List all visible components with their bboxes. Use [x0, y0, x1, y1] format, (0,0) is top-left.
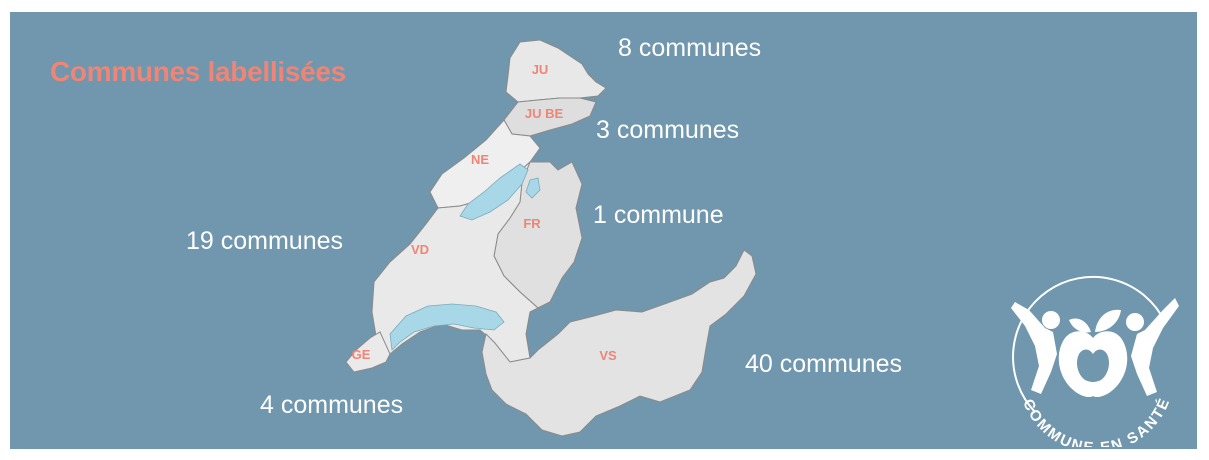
canton-ge[interactable] — [345, 331, 391, 373]
canton-label-ge: GE — [352, 347, 371, 362]
lake-neuchatel — [459, 163, 529, 221]
canton-label-vs: VS — [599, 348, 617, 363]
canton-vs[interactable] — [481, 249, 757, 437]
lake-leman — [389, 303, 505, 351]
canton-label-ju: JU — [532, 62, 549, 77]
page-title: Communes labellisées — [50, 56, 346, 87]
commune-en-sante-logo: COMMUNE EN SANTÉ — [1011, 275, 1179, 447]
svg-text:COMMUNE EN SANTÉ: COMMUNE EN SANTÉ — [1019, 395, 1174, 447]
canton-label-vd: VD — [411, 242, 429, 257]
banner: JU JU BE NE FR VD GE VS Communes labelli… — [10, 12, 1197, 449]
count-ju: 8 communes — [618, 34, 762, 62]
logo-ring — [1012, 275, 1166, 413]
lake-morat — [525, 177, 541, 199]
logo-text: COMMUNE EN SANTÉ — [1019, 395, 1172, 447]
count-fr: 1 commune — [593, 201, 724, 229]
count-vs: 40 communes — [745, 350, 903, 378]
map-romandie: JU JU BE NE FR VD GE VS — [345, 39, 757, 437]
count-ge: 4 communes — [260, 391, 404, 419]
count-vd: 19 communes — [186, 227, 344, 255]
count-jube: 3 communes — [596, 116, 740, 144]
canton-label-ne: NE — [471, 152, 489, 167]
canton-label-fr: FR — [523, 216, 541, 231]
canton-label-jube: JU BE — [525, 106, 564, 121]
canton-ju[interactable] — [505, 39, 607, 103]
logo-figures-icon — [1011, 298, 1179, 398]
